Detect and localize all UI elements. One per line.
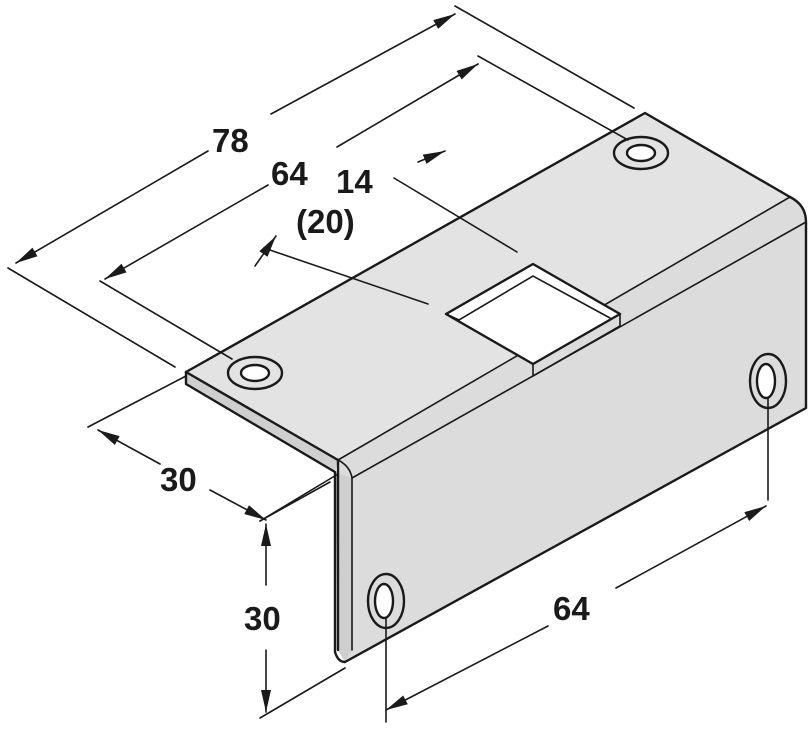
bend-edge [186, 372, 338, 472]
top-flange [186, 113, 790, 460]
dim-slot-width-alt: (20) [296, 203, 355, 240]
dim-overall-length: 78 [212, 122, 249, 159]
dimension-labels: 78 64 14 (20) 30 30 64 [160, 122, 590, 637]
square-slot [444, 262, 622, 378]
dim-hole-spacing-front: 64 [553, 590, 590, 627]
dim-slot-width: 14 [336, 163, 373, 200]
top-hole-left [226, 355, 284, 391]
dim-hole-spacing-top: 64 [271, 155, 308, 192]
dim-top-flange-depth: 30 [160, 461, 197, 498]
dimension-lines [7, 5, 769, 723]
top-hole-right [612, 135, 670, 171]
front-flange [338, 197, 806, 662]
angle-bracket [184, 111, 808, 664]
dim-front-flange-height: 30 [244, 600, 281, 637]
